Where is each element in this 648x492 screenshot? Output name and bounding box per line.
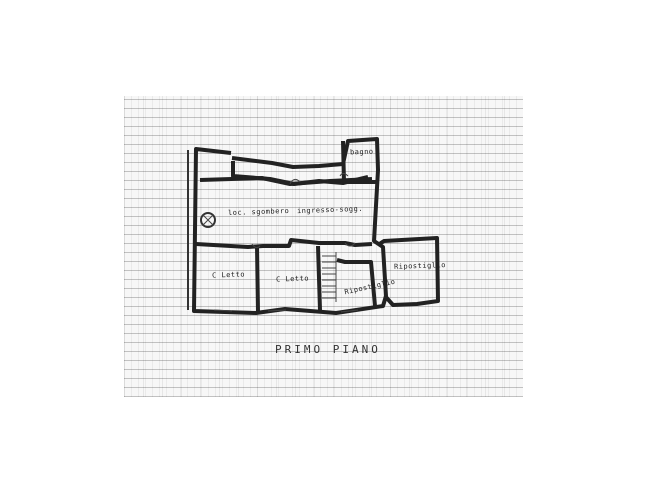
middle-wall	[195, 238, 373, 249]
room-label-c-letto-2: C Letto	[275, 274, 310, 284]
window-marks	[213, 309, 359, 313]
ripostiglio-wall	[336, 258, 377, 307]
partition-wall-1	[255, 245, 260, 313]
graph-paper-sheet	[124, 96, 523, 397]
room-label-bagno: bagno	[349, 147, 374, 157]
annex-wall	[376, 236, 440, 307]
staircase	[322, 252, 337, 302]
floor-title: PRIMO PIANO	[275, 343, 381, 356]
door-swing	[251, 173, 356, 249]
room-label-c-letto-1: C Letto	[211, 270, 246, 280]
bagno-wall	[341, 140, 378, 184]
round-stair-hatch	[202, 214, 214, 226]
round-stair-element	[200, 212, 216, 228]
stair-wall	[316, 245, 322, 311]
